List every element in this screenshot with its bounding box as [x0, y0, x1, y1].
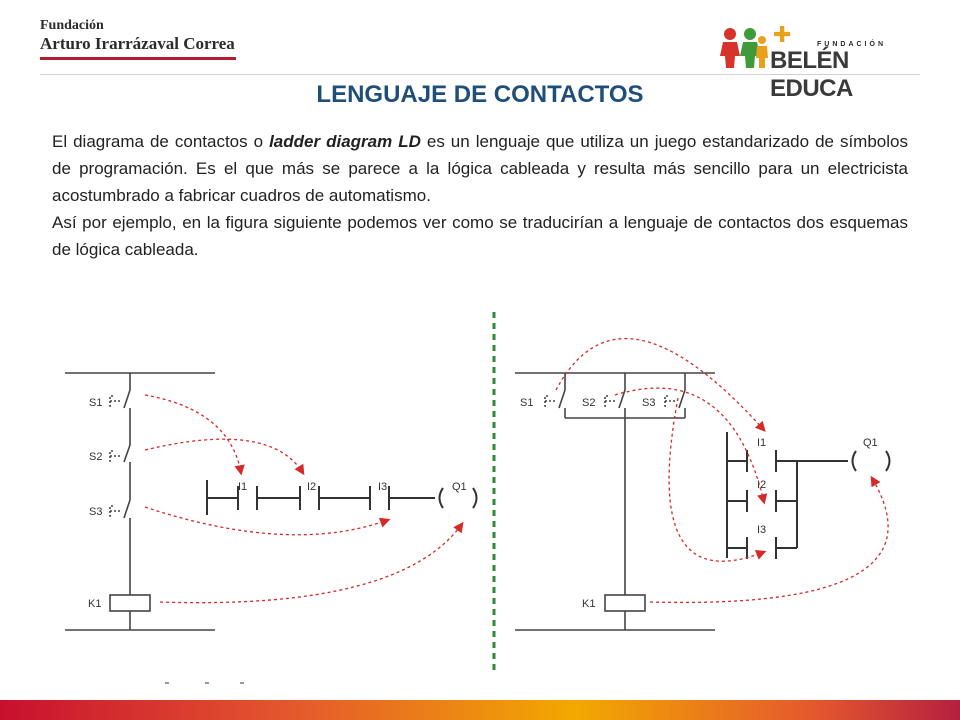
paragraph-2: Así por ejemplo, en la figura siguiente …	[52, 213, 908, 259]
right-switch-s2: S2	[582, 397, 595, 409]
bottom-ticks	[165, 682, 244, 684]
body-text: El diagrama de contactos o ladder diagra…	[52, 128, 908, 263]
paragraph-1-after: es un lenguaje que utiliza un juego esta…	[52, 132, 908, 205]
left-contact-i2: I2	[307, 481, 316, 493]
right-ladder-network	[726, 432, 891, 559]
right-mapping-arrows	[555, 337, 889, 604]
left-relay-k1: K1	[88, 598, 101, 610]
brand-top-text: FUNDACIÓN	[817, 41, 886, 48]
left-switch-s2: S2	[89, 451, 102, 463]
right-wired-circuit	[515, 372, 715, 631]
right-relay-k1: K1	[582, 598, 595, 610]
left-wired-circuit	[65, 372, 215, 631]
right-switch-s3: S3	[642, 397, 655, 409]
left-contact-i1: I1	[238, 481, 247, 493]
children-icon	[720, 28, 768, 68]
left-ladder-rung	[206, 480, 478, 515]
brand-name: BELÉN EDUCA	[770, 47, 853, 102]
left-contact-i3: I3	[378, 481, 387, 493]
paragraph-1: El diagrama de contactos o ladder diagra…	[52, 128, 908, 209]
right-coil-q1: Q1	[863, 437, 878, 449]
left-coil-q1: Q1	[452, 481, 467, 493]
left-switch-s1: S1	[89, 397, 102, 409]
paragraph-1-before: El diagrama de contactos o	[52, 132, 270, 151]
left-switch-s3: S3	[89, 506, 102, 518]
right-contact-i1: I1	[757, 437, 766, 449]
ladder-diagram-figure: S1 S2 S3 K1 I1 I2 I3 Q1	[65, 312, 891, 684]
right-contact-i3: I3	[757, 524, 766, 536]
right-contact-i2: I2	[757, 479, 766, 491]
page-title: LENGUAJE DE CONTACTOS	[316, 81, 644, 108]
header-divider	[40, 74, 920, 75]
right-switch-s1: S1	[520, 397, 533, 409]
logo-underline	[40, 57, 236, 60]
logo-line-2: Arturo Irarrázaval Correa	[40, 34, 235, 53]
belen-educa-logo: ✚ FUNDACIÓN BELÉN EDUCA	[720, 20, 930, 102]
left-mapping-arrows	[144, 394, 464, 604]
cross-icon: ✚	[773, 22, 792, 47]
paragraph-1-emphasis: ladder diagram LD	[269, 132, 421, 151]
footer-color-bar	[0, 700, 960, 720]
fundacion-logo: Fundación Arturo Irarrázaval Correa	[40, 18, 240, 60]
logo-line-1: Fundación	[40, 18, 104, 33]
